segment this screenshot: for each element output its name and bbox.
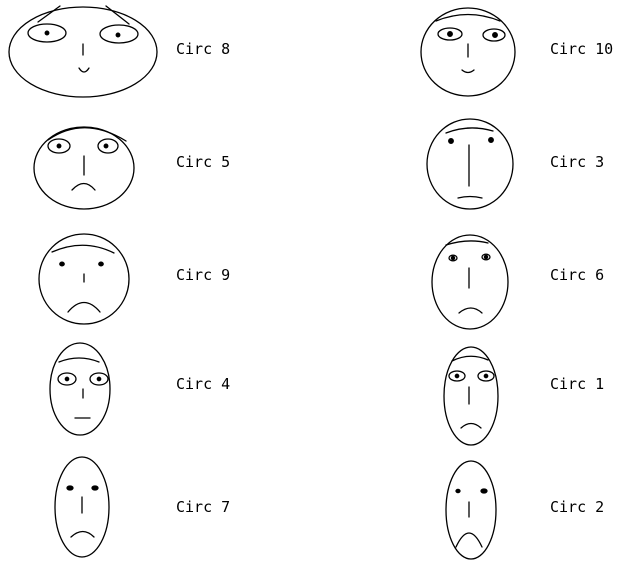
label-circ-9: Circ 9 (176, 266, 231, 284)
right-eye (480, 488, 488, 494)
right-pupil (103, 143, 109, 149)
label-circ-5: Circ 5 (176, 153, 231, 171)
left-eye (448, 370, 466, 382)
left-pupil (447, 31, 453, 37)
face-outline (54, 456, 110, 558)
right-eye (98, 261, 104, 267)
brows (51, 244, 115, 254)
brows (435, 13, 501, 22)
left-eye (27, 23, 67, 43)
face-circ-7 (54, 456, 110, 558)
left-eye (57, 372, 77, 386)
face-circ-8 (8, 5, 158, 98)
left-pupil (56, 143, 62, 149)
right-eye (99, 24, 139, 44)
left-pupil (44, 30, 50, 36)
face-outline (445, 460, 497, 560)
right-pupil (492, 32, 498, 38)
left-pupil (450, 255, 456, 261)
left-pupil (454, 373, 460, 379)
left-eye (66, 485, 74, 491)
face-circ-1 (443, 346, 499, 446)
left-eye (59, 261, 65, 267)
face-outline (49, 342, 111, 436)
mouth (460, 422, 482, 429)
left-eye (437, 27, 463, 41)
mouth (78, 67, 90, 73)
right-eye (481, 253, 491, 261)
face-circ-6 (431, 234, 509, 330)
mouth (71, 182, 96, 191)
label-circ-3: Circ 3 (550, 153, 605, 171)
label-circ-2: Circ 2 (550, 498, 605, 516)
label-circ-4: Circ 4 (176, 375, 231, 393)
right-pupil (483, 254, 489, 260)
label-circ-10: Circ 10 (550, 40, 614, 58)
right-pupil (96, 376, 102, 382)
mouth (455, 532, 483, 548)
label-circ-8: Circ 8 (176, 40, 231, 58)
brows (47, 127, 127, 142)
face-circ-9 (38, 233, 130, 325)
face-outline (431, 234, 509, 330)
brows (445, 240, 489, 246)
face-outline (33, 126, 135, 210)
face-circ-4 (49, 342, 111, 436)
mouth (67, 301, 101, 313)
right-eye (91, 485, 99, 491)
mouth (461, 69, 475, 74)
right-pupil (483, 373, 489, 379)
left-eye (448, 254, 458, 262)
left-pupil (64, 376, 70, 382)
label-circ-7: Circ 7 (176, 498, 231, 516)
left-eye (448, 138, 454, 144)
face-outline (38, 233, 130, 325)
right-brow (105, 5, 130, 25)
left-eye (455, 488, 461, 494)
right-eye (89, 372, 109, 386)
right-eye (477, 370, 495, 382)
left-eye (47, 138, 71, 154)
label-circ-1: Circ 1 (550, 375, 605, 393)
face-outline (443, 346, 499, 446)
brows (451, 355, 489, 362)
face-circ-10 (420, 7, 516, 97)
face-outline (420, 7, 516, 97)
brows (445, 127, 494, 134)
right-pupil (115, 32, 121, 38)
face-circ-5 (33, 126, 135, 210)
right-eye (97, 138, 119, 154)
right-eye (488, 137, 494, 143)
right-eye (482, 28, 506, 42)
face-outline (8, 6, 158, 98)
mouth (70, 530, 95, 538)
face-outline (426, 118, 514, 210)
mouth (458, 307, 483, 314)
left-brow (37, 5, 61, 23)
face-circ-2 (445, 460, 497, 560)
mouth (457, 195, 483, 199)
brows (58, 357, 100, 363)
label-circ-6: Circ 6 (550, 266, 605, 284)
face-circ-3 (426, 118, 514, 210)
